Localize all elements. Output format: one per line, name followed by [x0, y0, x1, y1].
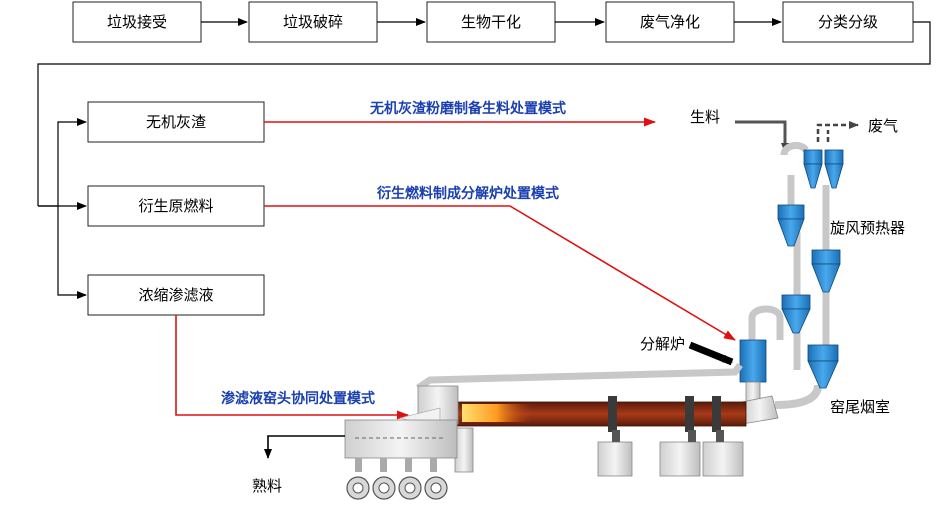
raw-meal-label: 生料 [690, 108, 720, 126]
flow-arrow-leachate [175, 315, 409, 420]
process-step-2-label: 垃圾破碎 [283, 13, 343, 31]
product-rdf-label: 衍生原燃料 [138, 197, 213, 215]
product-leachate: 浓缩渗滤液 [87, 274, 265, 316]
process-step-2: 垃圾破碎 [248, 1, 378, 43]
cement-plant-graphic [264, 120, 859, 500]
exhaust-gas-label: 废气 [868, 117, 898, 135]
calciner-label: 分解炉 [640, 335, 685, 353]
cyclone-preheater-label: 旋风预热器 [830, 219, 905, 237]
calciner-vessel [739, 305, 784, 405]
cyclone-1 [803, 149, 844, 189]
product-ash-label: 无机灰渣 [146, 113, 206, 131]
mode-label-raw-meal: 无机灰渣粉磨制备生料处置模式 [369, 100, 566, 117]
flow-arrow-rdf [264, 205, 736, 341]
cyclone-2 [777, 204, 805, 247]
mode-label-kiln-head: 渗滤液窑头协同处置模式 [221, 390, 375, 407]
process-step-4-label: 废气净化 [640, 13, 700, 31]
product-rdf: 衍生原燃料 [87, 185, 265, 227]
branch-arrow-leachate [57, 206, 87, 299]
clinker-cooler [344, 419, 458, 500]
clinker-label: 熟料 [252, 477, 282, 495]
kiln-inlet-chamber-label: 窑尾烟室 [830, 398, 890, 416]
branch-arrow-ash [38, 118, 87, 207]
product-ash: 无机灰渣 [87, 101, 265, 143]
process-step-3-label: 生物干化 [461, 13, 521, 31]
cyclone-5 [807, 344, 839, 389]
process-step-5-label: 分类分级 [818, 13, 878, 31]
process-step-3: 生物干化 [426, 1, 556, 43]
cyclone-4 [781, 294, 811, 334]
process-step-1: 垃圾接受 [72, 1, 202, 43]
return-connector [37, 21, 931, 206]
mode-label-calciner: 衍生燃料制成分解炉处置模式 [376, 185, 559, 202]
process-step-1-label: 垃圾接受 [107, 13, 167, 31]
process-step-4: 废气净化 [605, 1, 735, 43]
rotary-kiln [449, 396, 747, 477]
product-leachate-label: 浓缩渗滤液 [138, 286, 213, 304]
cyclone-3 [811, 249, 841, 293]
process-step-5: 分类分级 [782, 1, 914, 43]
